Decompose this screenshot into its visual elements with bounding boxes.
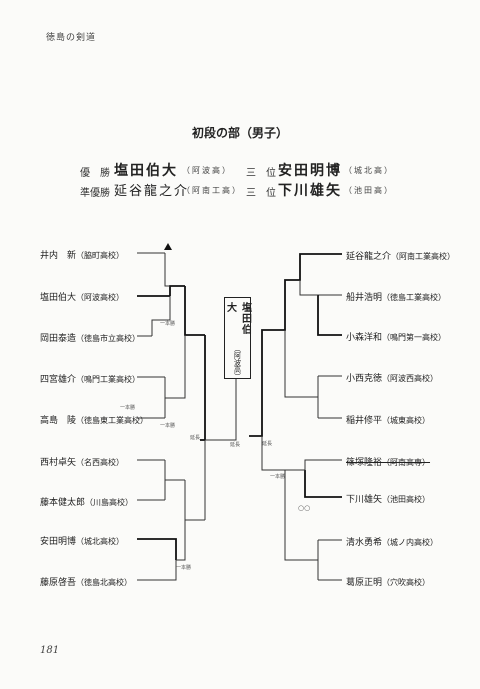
ippon-note: 一本勝 xyxy=(160,423,176,429)
runnerup-label: 準優勝 xyxy=(80,188,110,199)
left-player: 西村卓矢（名西高校） xyxy=(40,458,125,468)
triangle-marker-icon xyxy=(164,243,172,250)
left-player: 藤原啓吾（徳島北高校） xyxy=(40,578,133,588)
left-player: 高島 陵（徳島東工業高校） xyxy=(40,416,149,426)
circle-marks: ○○ xyxy=(298,504,311,512)
right-player: 船井浩明（徳島工業高校） xyxy=(346,293,447,303)
third1-label: 三 位 xyxy=(246,168,276,179)
runnerup-name: 延谷龍之介 xyxy=(114,184,190,199)
third2-label: 三 位 xyxy=(246,188,276,199)
champion-box: 塩田伯大 （阿波高） xyxy=(224,297,251,381)
right-player: 下川雄矢（池田高校） xyxy=(346,495,431,505)
right-player: 稲井修平（城東高校） xyxy=(346,416,431,426)
section-title: 初段の部（男子） xyxy=(191,126,288,140)
runnerup-school: （阿南工高） xyxy=(182,186,242,195)
extension-note: 延長 xyxy=(262,441,273,447)
left-player: 四宮雄介（鳴門工業高校） xyxy=(40,375,141,385)
right-player: 清水勇希（城ノ内高校） xyxy=(346,538,439,548)
third1-name: 安田明博 xyxy=(278,163,342,179)
champion-school: （阿波高） xyxy=(182,166,232,175)
left-player: 塩田伯大（阿波高校） xyxy=(40,293,125,303)
running-head: 徳島の剣道 xyxy=(46,33,97,43)
ippon-note: 一本勝 xyxy=(160,321,176,327)
left-player: 藤本健太郎（川島高校） xyxy=(40,498,134,508)
page-number: 181 xyxy=(40,645,60,656)
right-player: 葛原正明（穴吹高校） xyxy=(346,578,431,588)
left-player: 井内 新（脇町高校） xyxy=(40,251,125,261)
third2-school: （池田高） xyxy=(344,186,394,195)
right-player: 小西克徳（阿波西高校） xyxy=(346,374,439,384)
third2-name: 下川雄矢 xyxy=(278,183,342,199)
champion-box-school: （阿波高） xyxy=(233,345,242,381)
extension-note: 延長 xyxy=(190,435,201,441)
left-player: 安田明博（城北高校） xyxy=(40,537,125,547)
champion-label: 優 勝 xyxy=(80,168,110,179)
champion-name: 塩田伯大 xyxy=(114,163,178,179)
left-player: 岡田泰造（徳島市立高校） xyxy=(40,334,141,344)
right-player: 小森洋和（鳴門第一高校） xyxy=(346,333,447,343)
ippon-note: 一本勝 xyxy=(270,474,286,480)
ippon-note: 一本勝 xyxy=(176,565,192,571)
right-player-struck: 篠塚隆裕（阿南高専） xyxy=(346,458,431,468)
extension-note: 延長 xyxy=(230,442,241,448)
third1-school: （城北高） xyxy=(344,166,394,175)
ippon-note: 一本勝 xyxy=(120,405,136,411)
champion-box-name: 塩田伯大 xyxy=(224,302,251,335)
right-player: 延谷龍之介（阿南工業高校） xyxy=(346,252,456,262)
